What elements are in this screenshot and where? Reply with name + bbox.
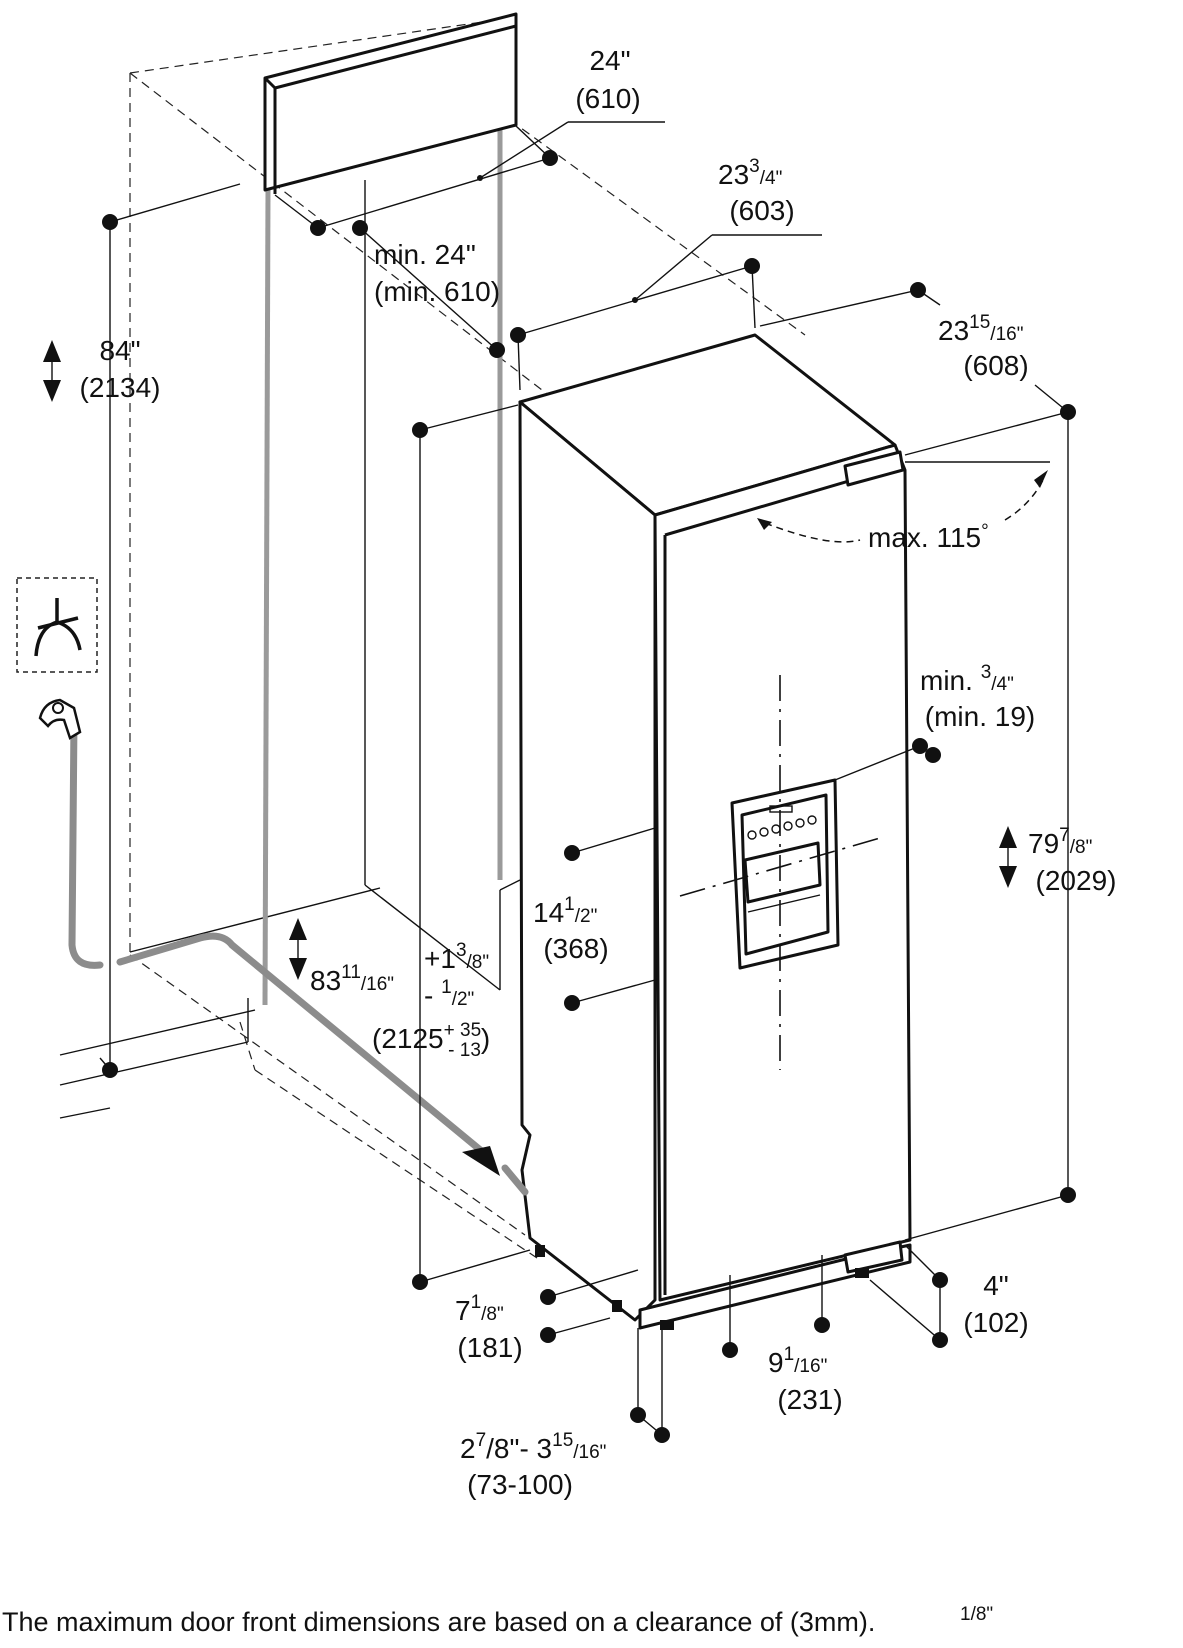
depth-metric: (608) (963, 350, 1028, 381)
niche-outline (129, 17, 806, 1261)
water-tap-icon (38, 698, 82, 740)
floor-lines (59, 887, 381, 1119)
cabinet-height-metric: (2134) (80, 372, 161, 403)
toe-width-label: 91/16" (768, 1344, 827, 1378)
footer-fraction-overlay: 1/8" (960, 1604, 993, 1625)
niche-height-minus: - 1/2" (424, 977, 474, 1011)
niche-height-label: 8311/16" (310, 962, 394, 996)
double-arrow-icon (289, 918, 307, 980)
plinth-metric: (73-100) (467, 1469, 573, 1500)
side-gap-metric: (min. 19) (925, 701, 1035, 732)
header-depth-label: 24" (589, 45, 630, 76)
width-metric: (603) (729, 195, 794, 226)
min-depth-label: min. 24" (374, 239, 476, 270)
dimension-lines (43, 121, 1076, 1443)
niche-height-plus: +13/8" (424, 940, 489, 974)
rear-depth-label: 4" (983, 1270, 1009, 1301)
water-supply-hose (68, 716, 529, 1196)
plinth-label: 27/8"- 315/16" (460, 1430, 606, 1464)
header-panel (263, 12, 518, 194)
width-label: 233/4" (718, 156, 782, 190)
toe-width-metric: (231) (777, 1384, 842, 1415)
appliance-height-metric: (2029) (1036, 865, 1117, 896)
ice-water-dispenser (679, 675, 881, 1070)
niche-height-metric: (2125+ 35- 13) (372, 1020, 490, 1061)
door-angle-label: max. 115° (868, 521, 989, 553)
header-depth-metric: (610) (575, 83, 640, 114)
min-depth-metric: (min. 610) (374, 276, 500, 307)
footer-note: The maximum door front dimensions are ba… (2, 1607, 876, 1637)
rear-depth-metric: (102) (963, 1307, 1028, 1338)
side-gap-label: min. 3/4" (920, 662, 1014, 696)
power-outlet-icon (16, 577, 98, 673)
double-arrow-icon (999, 826, 1017, 888)
appliance-height-label: 797/8" (1028, 825, 1092, 859)
dimension-labels: 84" (2134) 24" (610) min. 24" (min. 610)… (80, 45, 1117, 1500)
toe-height-label: 71/8" (455, 1292, 504, 1326)
cabinet-height-label: 84" (99, 335, 140, 366)
refrigerator (518, 333, 912, 1330)
toe-height-metric: (181) (457, 1332, 522, 1363)
dispenser-height-metric: (368) (543, 933, 608, 964)
depth-label: 2315/16" (938, 312, 1023, 346)
dispenser-height-label: 141/2" (533, 894, 597, 928)
double-arrow-icon (43, 340, 61, 402)
cabinet-walls (262, 130, 521, 1006)
